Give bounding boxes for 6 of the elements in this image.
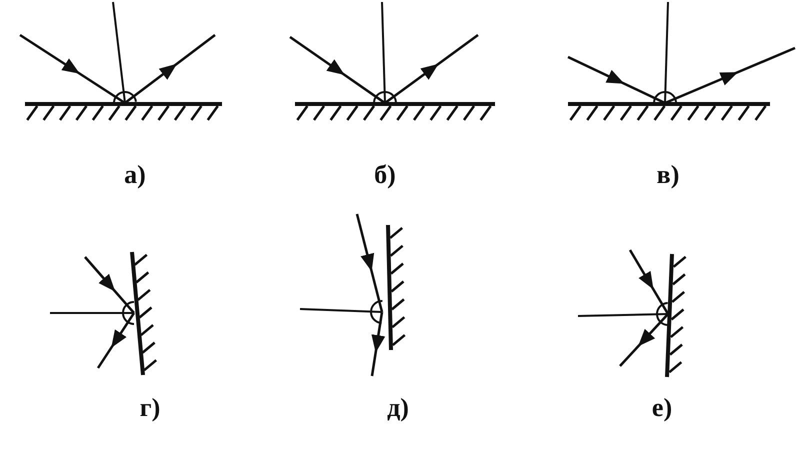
panel-label: е)	[652, 395, 672, 421]
panel-label: в)	[656, 162, 680, 188]
panel-label: б)	[374, 162, 396, 188]
panel-label: г)	[140, 395, 160, 421]
panel-label: д)	[387, 395, 409, 421]
panel-label: а)	[124, 162, 146, 188]
